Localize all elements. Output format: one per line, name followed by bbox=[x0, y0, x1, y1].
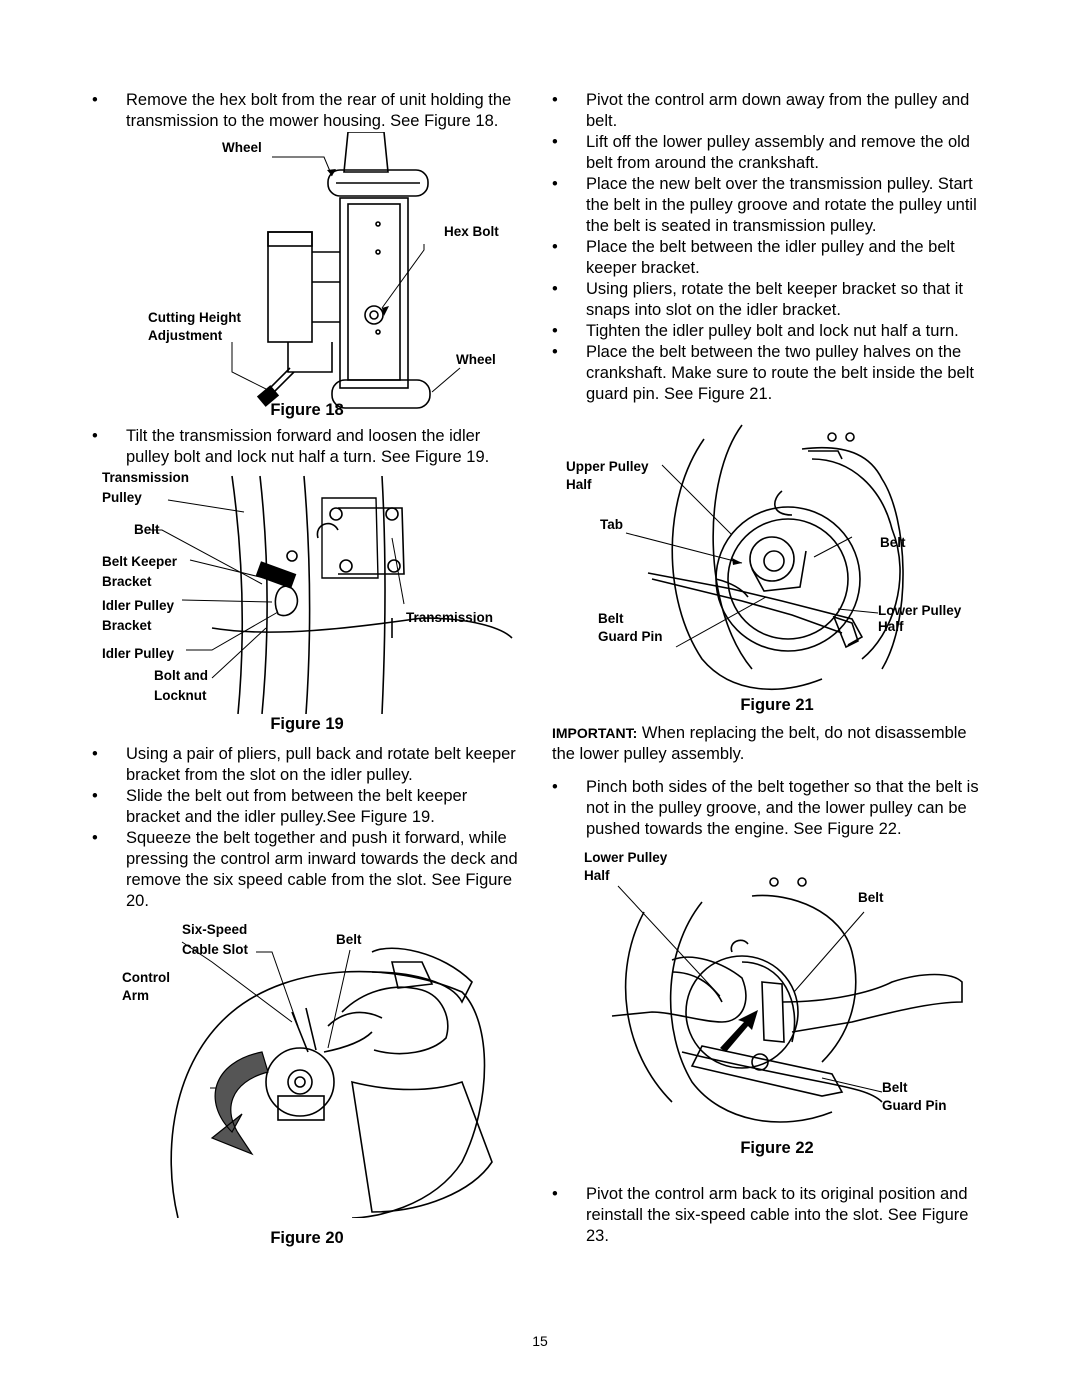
page-number: 15 bbox=[532, 1333, 548, 1349]
figure-18: Wheel Hex Bolt Cutting Height Adjustment… bbox=[92, 132, 522, 420]
label-cutting-height: Cutting Height bbox=[148, 310, 241, 325]
label-lower-pulley-1: Lower Pulley bbox=[584, 850, 668, 865]
label-guard-2: Guard Pin bbox=[598, 629, 663, 644]
label-adjustment: Adjustment bbox=[148, 328, 223, 343]
label-idler-bracket-1: Idler Pulley bbox=[102, 598, 175, 613]
label-belt: Belt bbox=[134, 522, 160, 537]
label-guard-1: Belt bbox=[882, 1080, 908, 1095]
label-idler-bolt-1: Idler Pulley bbox=[102, 646, 175, 661]
figure-20: Six-Speed Cable Slot Belt Control Arm Fi… bbox=[92, 922, 522, 1250]
label-idler-bolt-2: Bolt and bbox=[154, 668, 208, 683]
label-belt: Belt bbox=[858, 890, 884, 905]
instruction-bullet: •Lift off the lower pulley assembly and … bbox=[552, 133, 970, 172]
label-upper-pulley-1: Upper Pulley bbox=[566, 459, 649, 474]
control-arm-illustration bbox=[170, 941, 493, 1218]
label-lower-pulley-1: Lower Pulley bbox=[878, 603, 962, 618]
label-six-speed-2: Cable Slot bbox=[182, 942, 249, 957]
label-belt-keeper-2: Bracket bbox=[102, 574, 152, 589]
label-transmission-pulley-1: Transmission bbox=[102, 470, 190, 485]
instruction-bullet: •Place the new belt over the transmissio… bbox=[552, 175, 977, 235]
figure-18-caption: Figure 18 bbox=[270, 401, 344, 419]
label-guard-1: Belt bbox=[598, 611, 624, 626]
label-upper-pulley-2: Half bbox=[566, 477, 592, 492]
idler-pulley-illustration bbox=[146, 475, 513, 714]
pinching-belt-illustration bbox=[611, 877, 963, 1123]
pulley-belt-illustration bbox=[625, 424, 904, 691]
figure-19-caption: Figure 19 bbox=[270, 715, 344, 733]
label-lower-pulley-2: Half bbox=[878, 619, 904, 634]
instruction-bullet: •Place the belt between the idler pulley… bbox=[552, 238, 955, 277]
label-hex-bolt: Hex Bolt bbox=[444, 224, 499, 239]
label-belt-keeper-1: Belt Keeper bbox=[102, 554, 178, 569]
figure-22-caption: Figure 22 bbox=[740, 1139, 814, 1157]
important-note: IMPORTANT: When replacing the belt, do n… bbox=[552, 724, 967, 763]
figure-21-caption: Figure 21 bbox=[740, 696, 814, 714]
label-idler-bolt-3: Locknut bbox=[154, 688, 207, 703]
label-belt: Belt bbox=[880, 535, 906, 550]
instruction-bullet: •Squeeze the belt together and push it f… bbox=[92, 829, 518, 910]
instruction-bullet: •Using a pair of pliers, pull back and r… bbox=[92, 745, 516, 784]
instruction-bullet: •Remove the hex bolt from the rear of un… bbox=[92, 91, 512, 130]
instruction-bullet: •Pivot the control arm back to its origi… bbox=[552, 1185, 969, 1245]
figure-20-caption: Figure 20 bbox=[270, 1229, 344, 1247]
label-transmission-pulley-2: Pulley bbox=[102, 490, 142, 505]
figure-21: Upper Pulley Half Tab Belt Belt Guard Pi… bbox=[552, 419, 992, 719]
label-six-speed-1: Six-Speed bbox=[182, 922, 248, 937]
label-tab: Tab bbox=[600, 517, 623, 532]
label-control-2: Arm bbox=[122, 988, 150, 1003]
label-idler-bracket-2: Bracket bbox=[102, 618, 152, 633]
figure-19: Transmission Pulley Belt Belt Keeper Bra… bbox=[92, 468, 522, 736]
instruction-bullet: •Tighten the idler pulley bolt and lock … bbox=[552, 322, 959, 340]
right-column: •Pivot the control arm down away from th… bbox=[552, 90, 992, 1247]
instruction-bullet: •Slide the belt out from between the bel… bbox=[92, 787, 468, 826]
instruction-bullet: •Using pliers, rotate the belt keeper br… bbox=[552, 280, 963, 319]
instruction-bullet: •Tilt the transmission forward and loose… bbox=[92, 427, 490, 466]
label-wheel-top: Wheel bbox=[222, 140, 262, 155]
label-control-1: Control bbox=[122, 970, 170, 985]
label-lower-pulley-2: Half bbox=[584, 868, 610, 883]
label-wheel-bottom: Wheel bbox=[456, 352, 496, 367]
instruction-bullet: •Pivot the control arm down away from th… bbox=[552, 91, 970, 130]
instruction-bullet: •Place the belt between the two pulley h… bbox=[552, 343, 974, 403]
label-belt: Belt bbox=[336, 932, 362, 947]
mower-rear-view-illustration bbox=[231, 132, 461, 409]
figure-22: Lower Pulley Half Belt Belt Guard Pin Fi… bbox=[552, 850, 992, 1184]
label-transmission: Transmission bbox=[406, 610, 494, 625]
left-column: •Remove the hex bolt from the rear of un… bbox=[92, 90, 522, 1250]
label-guard-2: Guard Pin bbox=[882, 1098, 947, 1113]
instruction-bullet: •Pinch both sides of the belt together s… bbox=[552, 778, 979, 838]
